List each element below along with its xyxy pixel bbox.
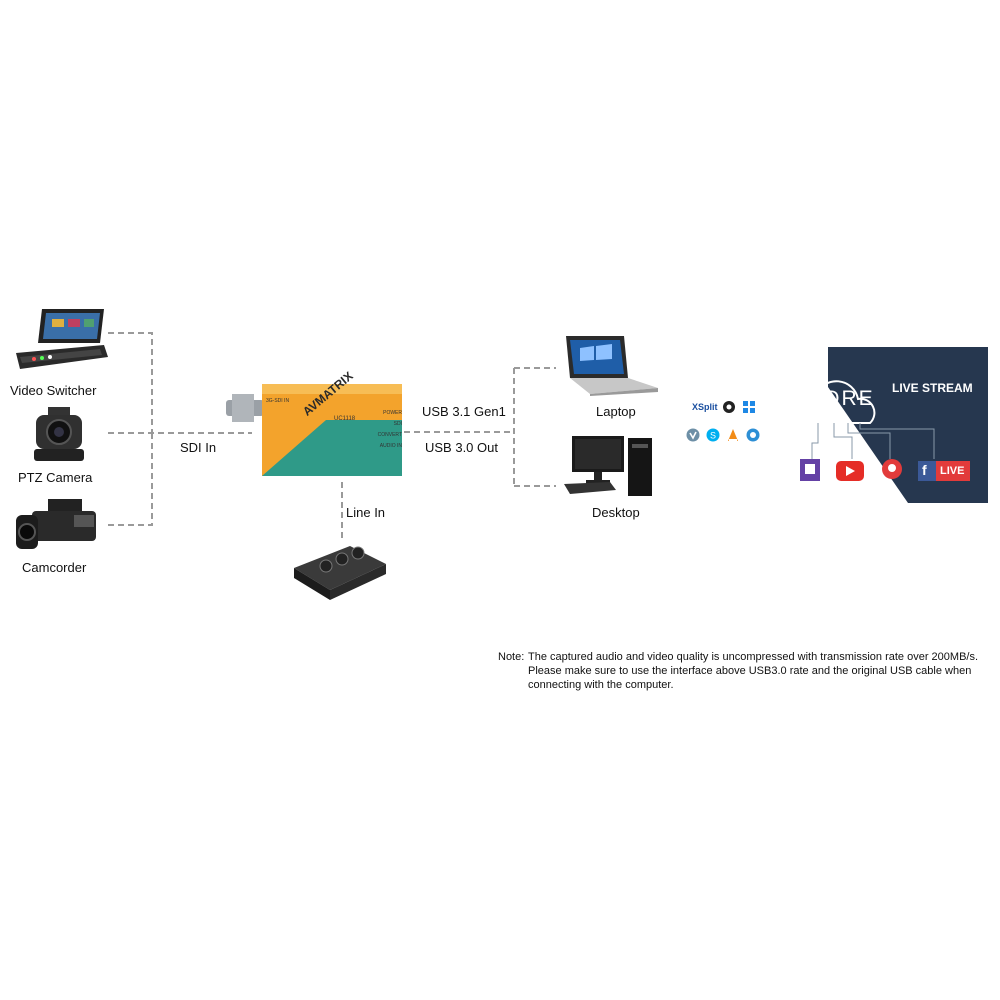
switcher-link bbox=[108, 332, 153, 433]
streaming-banner bbox=[794, 347, 988, 503]
camcorder-label: Camcorder bbox=[22, 560, 87, 575]
facebook-f-icon: f bbox=[922, 462, 927, 478]
live-stream-label: LIVE STREAM bbox=[892, 381, 973, 395]
xsplit-logo: XSplit bbox=[692, 402, 718, 412]
laptop-icon bbox=[566, 336, 658, 396]
device-model: UC1118 bbox=[334, 416, 356, 422]
ptz-camera-label: PTZ Camera bbox=[18, 470, 93, 485]
desktop-label: Desktop bbox=[592, 505, 640, 520]
camcorder-link bbox=[108, 433, 153, 526]
indicator-sdi: SDI bbox=[393, 421, 402, 427]
indicator-audio-in: AUDIO IN bbox=[379, 443, 402, 449]
obs-icon bbox=[723, 401, 735, 413]
note-head: Note: bbox=[498, 651, 525, 663]
camcorder-icon bbox=[16, 499, 96, 549]
core-label: CORE bbox=[806, 387, 875, 410]
usb-label-2: USB 3.0 Out bbox=[425, 440, 498, 455]
desktop-icon bbox=[564, 436, 652, 496]
note: Note: The captured audio and video quali… bbox=[498, 650, 998, 692]
video-switcher-label: Video Switcher bbox=[10, 383, 97, 398]
svg-text:S: S bbox=[710, 431, 716, 441]
note-line-3: connecting with the computer. bbox=[528, 679, 674, 691]
note-line-2: Please make sure to use the interface ab… bbox=[528, 665, 972, 677]
indicator-convert: CONVERT bbox=[377, 432, 402, 438]
skype-icon: S bbox=[706, 428, 720, 442]
vimeo-icon bbox=[686, 428, 700, 442]
fb-live-label: LIVE bbox=[940, 465, 965, 477]
ptz-camera-icon bbox=[34, 407, 84, 461]
capture-device bbox=[226, 384, 402, 476]
indicator-power: POWER bbox=[383, 410, 402, 416]
note-line-1: The captured audio and video quality is … bbox=[528, 651, 979, 663]
device-indicators: POWER SDI CONVERT AUDIO IN bbox=[362, 408, 402, 452]
software-logos: XSplit S bbox=[684, 396, 774, 448]
audio-mixer-icon bbox=[294, 546, 386, 600]
sdi-in-label: SDI In bbox=[180, 440, 217, 455]
device-port-label: 3G-SDI IN bbox=[266, 398, 290, 404]
quicktime-icon bbox=[746, 428, 760, 442]
video-switcher-icon bbox=[16, 309, 108, 369]
usb-label-1: USB 3.1 Gen1 bbox=[422, 404, 506, 419]
laptop-label: Laptop bbox=[596, 404, 636, 419]
windows-icon bbox=[743, 401, 755, 413]
line-in-label: Line In bbox=[346, 505, 386, 520]
vlc-icon bbox=[728, 429, 738, 441]
